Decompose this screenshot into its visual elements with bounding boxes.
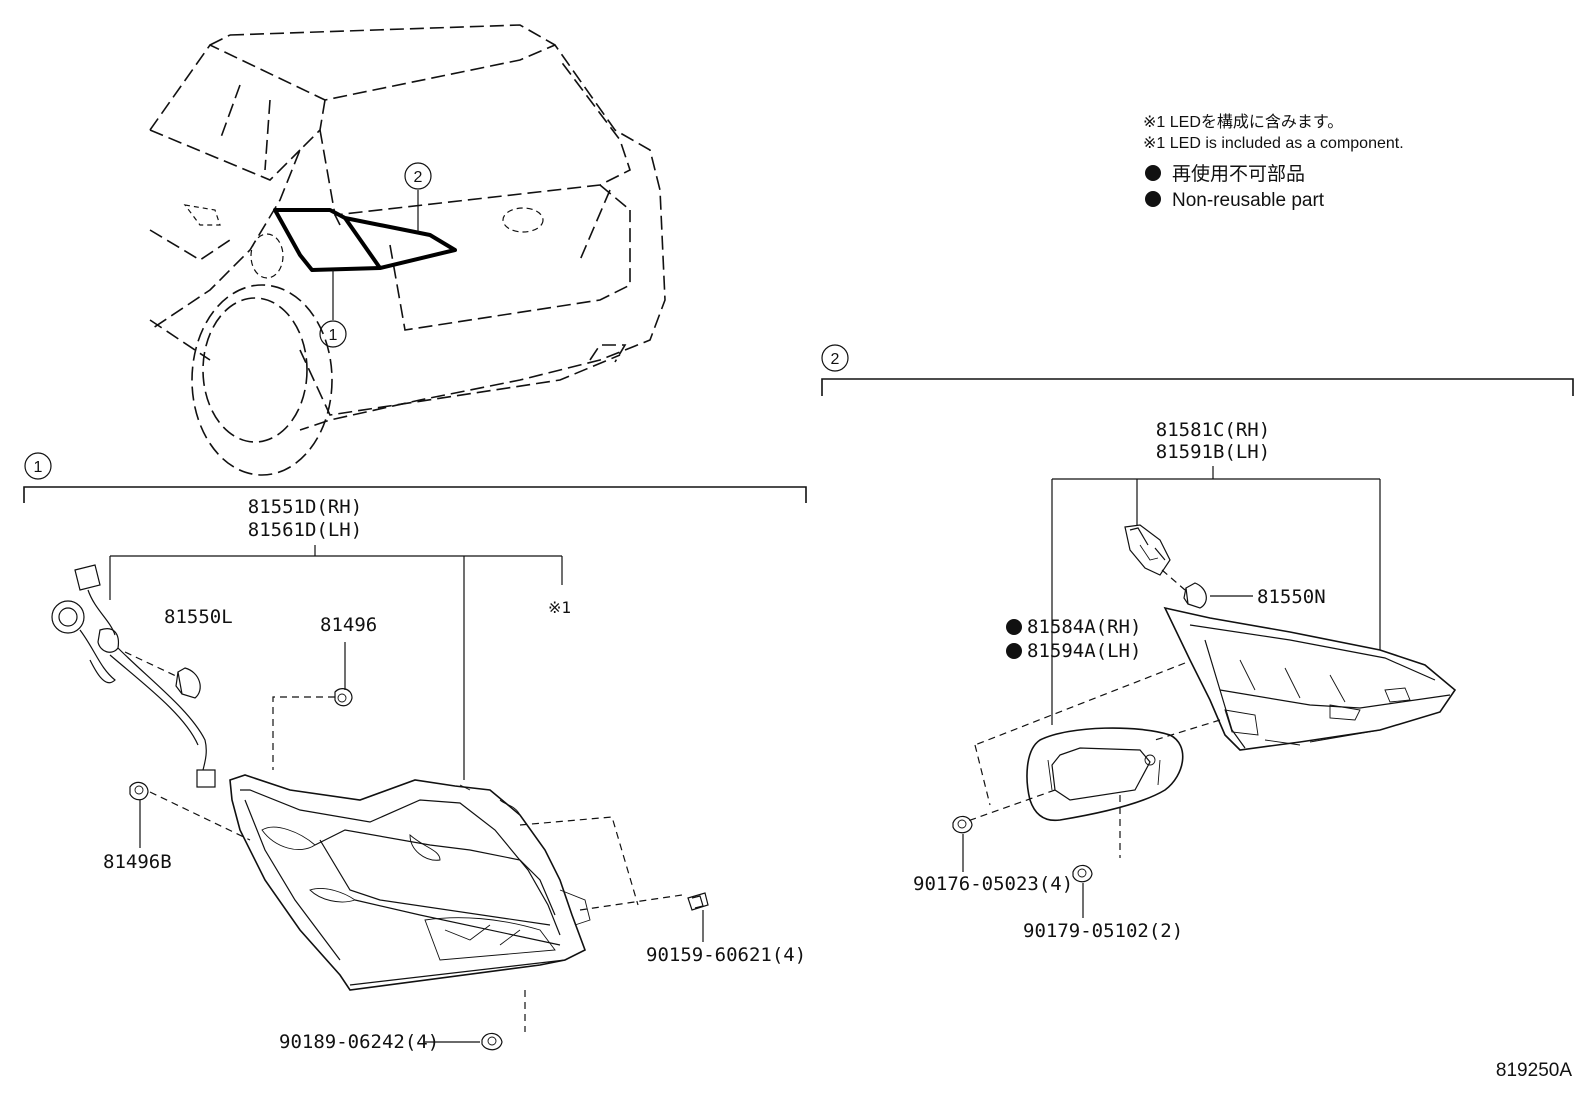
part-81496: 81496 (320, 614, 377, 636)
socket-harness (51, 564, 216, 788)
nonreusable-bullet-icon (1006, 619, 1022, 635)
note-nonreusable-jp: 再使用不可部品 (1172, 163, 1305, 185)
part-90176-05023: 90176-05023(4) (913, 873, 1073, 895)
part-81581C: 81581C(RH) (1156, 419, 1270, 441)
bulb-81550L (175, 667, 201, 699)
section-2-callout: 2 (831, 351, 840, 368)
nut-90189 (481, 1032, 503, 1051)
part-81591B: 81591B(LH) (1156, 441, 1270, 463)
led-note-marker: ※1 (548, 598, 571, 617)
part-90189-06242: 90189-06242(4) (279, 1031, 439, 1053)
note-led-jp: ※1 LEDを構成に含みます。 (1143, 113, 1343, 131)
bulb-81550N (1183, 582, 1207, 609)
vehicle-rear-view (149, 24, 666, 476)
part-81594A: 81594A(LH) (1027, 640, 1141, 662)
part-81550N: 81550N (1257, 586, 1326, 608)
part-90179-05102: 90179-05102(2) (1023, 920, 1183, 942)
section-1: 1 81551D(RH) 81561D(LH) ※1 81550L (23, 452, 807, 1053)
part-81551D: 81551D(RH) (248, 496, 362, 518)
part-81496B: 81496B (103, 851, 172, 873)
nonreusable-bullet-icon (1145, 191, 1161, 207)
callout-vehicle-2: 2 (404, 162, 432, 190)
illustration-code: 819250A (1496, 1060, 1572, 1081)
nut-90176 (952, 815, 973, 834)
screw-90159 (687, 892, 709, 911)
nonreusable-bullet-icon (1006, 643, 1022, 659)
part-81584A: 81584A(RH) (1027, 616, 1141, 638)
inner-tail-lamp (1163, 606, 1457, 751)
svg-text:1: 1 (329, 327, 338, 344)
socket-section2 (1124, 524, 1171, 576)
nut-90179 (1072, 864, 1093, 883)
part-90159-60621: 90159-60621(4) (646, 944, 806, 966)
svg-text:2: 2 (414, 169, 423, 186)
clip-81496 (334, 688, 353, 707)
gasket (1026, 727, 1184, 822)
note-led-en: ※1 LED is included as a component. (1143, 135, 1404, 152)
note-nonreusable-en: Non-reusable part (1172, 190, 1325, 211)
clip-81496B (129, 781, 149, 801)
notes-legend: ※1 LEDを構成に含みます。 ※1 LED is included as a … (1143, 113, 1404, 211)
callout-vehicle-1: 1 (319, 320, 347, 348)
nonreusable-bullet-icon (1145, 165, 1161, 181)
section-2: 2 81581C(RH) 81591B(LH) 81550N 81584A(RH… (821, 344, 1574, 942)
part-81561D: 81561D(LH) (248, 519, 362, 541)
section-1-callout: 1 (34, 459, 43, 476)
outer-tail-lamp (229, 774, 591, 991)
part-81550L: 81550L (164, 606, 233, 628)
